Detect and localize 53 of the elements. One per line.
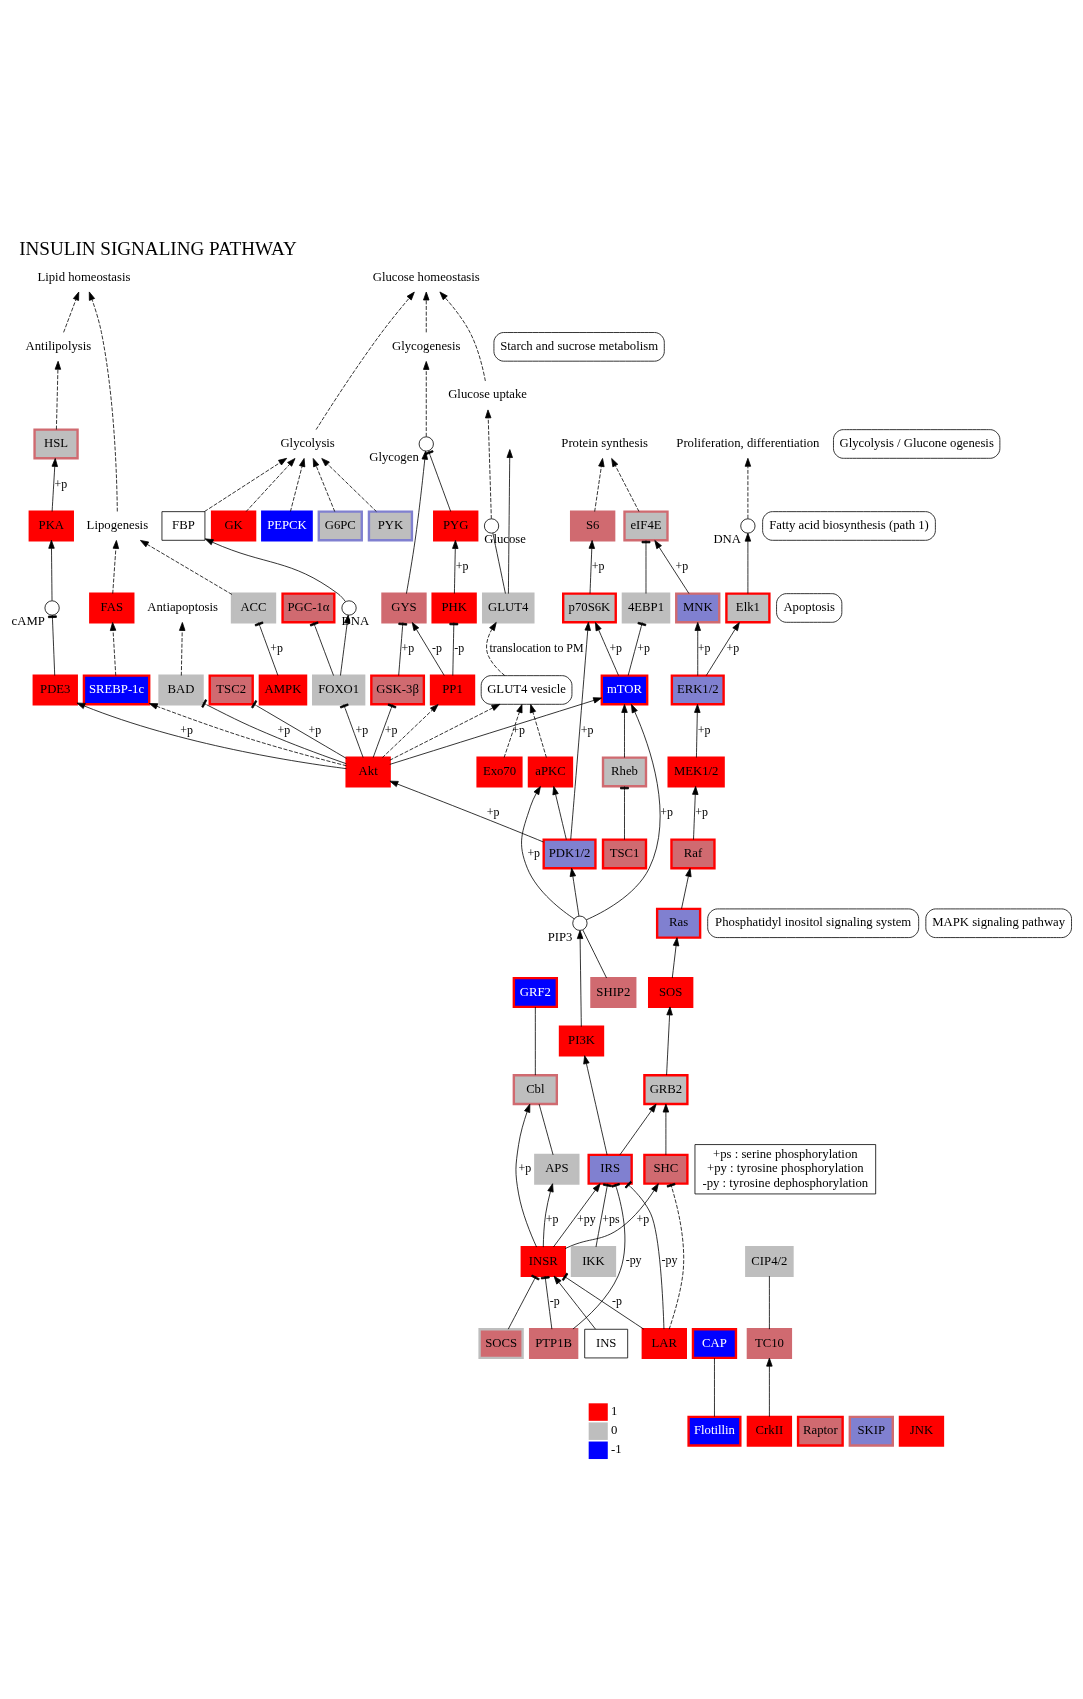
edge-label: +p xyxy=(591,558,605,573)
edge-label: +p xyxy=(54,476,68,491)
node-text: Glucose uptake xyxy=(448,386,527,401)
edge-label: -p xyxy=(432,640,442,655)
node-label: Glucose xyxy=(484,531,526,546)
edge-label: +p xyxy=(486,804,500,819)
legend-label: 0 xyxy=(610,1422,618,1437)
node-text: Glycolysis xyxy=(280,435,335,450)
edge-label: +py xyxy=(576,1211,596,1226)
diagram-title: INSULIN SIGNALING PATHWAY xyxy=(19,237,297,259)
node-text: Protein synthesis xyxy=(561,435,648,450)
edge-label: +p xyxy=(675,558,689,573)
edge-label: +p xyxy=(636,1211,650,1226)
edge-label: +p xyxy=(726,640,740,655)
edge-label: +p xyxy=(180,722,193,737)
legend-label: 1 xyxy=(610,1403,618,1418)
edge-label: +p xyxy=(637,640,650,655)
edge-label: +p xyxy=(401,640,415,655)
edge-label: translocation to PM xyxy=(489,640,584,655)
edge-label: +p xyxy=(697,640,711,655)
edge-label: +p xyxy=(512,722,525,737)
node-text: Glucose homeostasis xyxy=(372,269,480,284)
edge-label: +p xyxy=(308,722,322,737)
edge-label: -py xyxy=(625,1252,642,1267)
node-label: DNA xyxy=(713,531,741,546)
edge-label: -py xyxy=(661,1252,678,1267)
legend-label: -1 xyxy=(610,1441,622,1456)
node-text: Lipid homeostasis xyxy=(37,269,131,284)
edge-label: +p xyxy=(455,558,469,573)
edge-label: +p xyxy=(355,722,369,737)
node-text: Antilipolysis xyxy=(25,338,92,353)
edge-label: +p xyxy=(697,722,711,737)
edge-label: +p xyxy=(277,722,291,737)
edge-label: +p xyxy=(660,804,674,819)
node-text: Proliferation, differentiation xyxy=(676,435,820,450)
edge-label: +p xyxy=(695,804,709,819)
node-label: cAMP xyxy=(11,613,45,628)
edge-label: +p xyxy=(527,845,541,860)
node-text: Glycogenesis xyxy=(391,338,461,353)
edge-label: +p xyxy=(545,1211,559,1226)
edge-label: -p xyxy=(611,1293,622,1308)
edge-label: +p xyxy=(384,722,398,737)
edge-label: +p xyxy=(580,722,594,737)
edge-label: +p xyxy=(609,640,623,655)
node-label: PIP3 xyxy=(547,929,573,944)
node-label: Glycogen xyxy=(369,449,419,464)
node-text: Antiapoptosis xyxy=(147,599,218,614)
node-text: Lipogenesis xyxy=(86,517,149,532)
edge-label: -p xyxy=(549,1293,560,1308)
edge-label: +p xyxy=(518,1160,532,1175)
edge-label: -p xyxy=(454,640,465,655)
edge-label: +p xyxy=(270,640,283,655)
edge-label: +ps xyxy=(602,1211,620,1226)
